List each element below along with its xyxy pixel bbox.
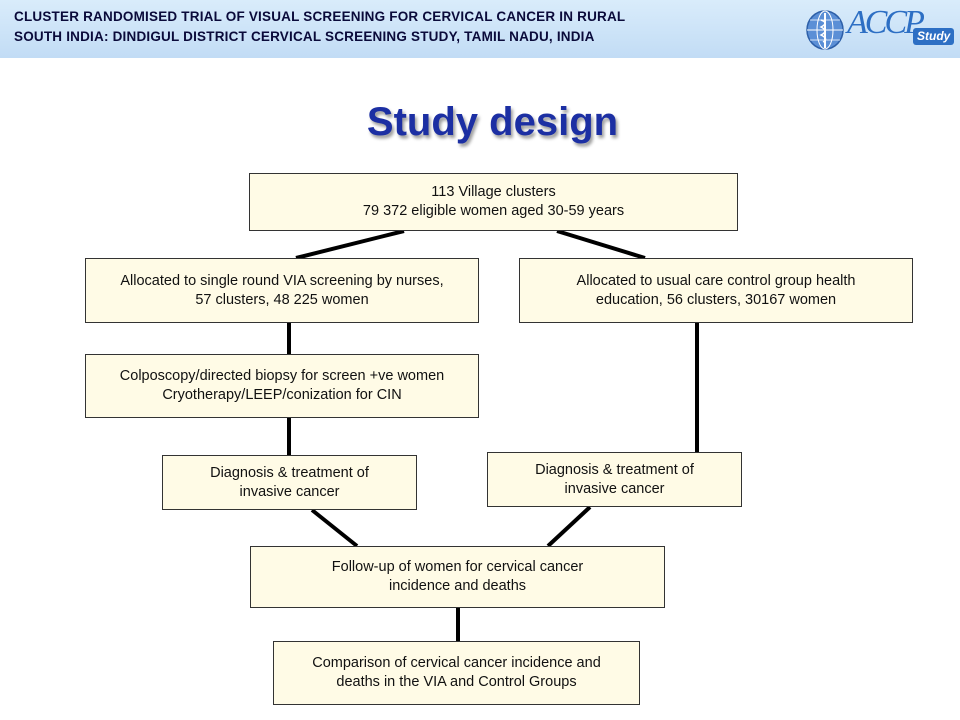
box-colposcopy-line1: Colposcopy/directed biopsy for screen +v… [119, 368, 445, 384]
box-via-arm-line2: 57 clusters, 48 225 women [195, 291, 369, 308]
header-title: CLUSTER RANDOMISED TRIAL OF VISUAL SCREE… [14, 7, 794, 47]
box-village-clusters-line2: 79 372 eligible women aged 30-59 years [362, 203, 625, 219]
box-diagnosis-via-line2: invasive cancer [239, 483, 340, 500]
box-colposcopy: Colposcopy/directed biopsy for screen +v… [85, 354, 479, 418]
box-via-arm: Allocated to single round VIA screening … [85, 258, 479, 323]
box-followup-line1: Follow-up of women for cervical cancer [331, 559, 584, 575]
logo-badge: Study [913, 28, 955, 45]
box-comparison: Comparison of cervical cancer incidence … [273, 641, 640, 705]
box-diagnosis-control-line2: invasive cancer [564, 480, 665, 497]
box-followup-line2: incidence and deaths [388, 578, 527, 594]
connector-dx-control-to-followup [546, 505, 592, 548]
connector-top-to-via [295, 229, 405, 260]
accp-logo: ACCP Study [805, 4, 955, 54]
logo-wordmark: ACCP [847, 4, 925, 41]
connector-dx-via-to-followup [310, 508, 359, 548]
box-comparison-line1: Comparison of cervical cancer incidence … [312, 655, 601, 671]
box-village-clusters: 113 Village clusters 79 372 eligible wom… [249, 173, 738, 231]
header-title-line1: CLUSTER RANDOMISED TRIAL OF VISUAL SCREE… [14, 9, 626, 24]
box-comparison-line2: deaths in the VIA and Control Groups [336, 674, 577, 690]
header-title-line2: SOUTH INDIA: DINDIGUL DISTRICT CERVICAL … [14, 29, 595, 44]
header-band: CLUSTER RANDOMISED TRIAL OF VISUAL SCREE… [0, 0, 960, 58]
box-control-arm: Allocated to usual care control group he… [519, 258, 913, 323]
box-diagnosis-control: Diagnosis & treatment of invasive cancer [487, 452, 742, 507]
box-control-arm-line1: Allocated to usual care control group he… [576, 272, 856, 289]
connector-top-to-control [556, 229, 646, 260]
box-diagnosis-control-line1: Diagnosis & treatment of [535, 461, 694, 478]
box-diagnosis-via: Diagnosis & treatment of invasive cancer [162, 455, 417, 510]
who-globe-icon [806, 10, 844, 50]
box-followup: Follow-up of women for cervical cancer i… [250, 546, 665, 608]
box-control-arm-line2: education, 56 clusters, 30167 women [595, 291, 837, 308]
box-via-arm-line1: Allocated to single round VIA screening … [120, 272, 444, 289]
box-village-clusters-line1: 113 Village clusters [431, 184, 556, 200]
box-diagnosis-via-line1: Diagnosis & treatment of [210, 464, 369, 481]
page-title: Study design [366, 100, 619, 144]
box-colposcopy-line2: Cryotherapy/LEEP/conization for CIN [162, 387, 402, 403]
